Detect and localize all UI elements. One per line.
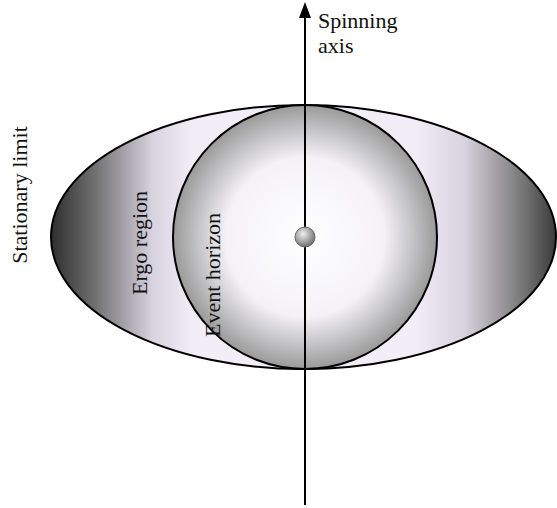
ellipse-path bbox=[51, 105, 556, 369]
singularity-ball bbox=[295, 227, 315, 247]
event-horizon-label: Event horizon bbox=[201, 213, 225, 337]
stationary-limit-label: Stationary limit bbox=[8, 126, 32, 264]
event-horizon-circle: Event horizon bbox=[172, 104, 438, 370]
spin-axis-arrowhead bbox=[299, 2, 311, 18]
circle-path bbox=[173, 105, 437, 369]
spinning-axis-label: Spinning axis bbox=[318, 8, 418, 58]
spin-axis-line bbox=[304, 14, 306, 505]
ergo-region-label: Ergo region bbox=[128, 191, 152, 295]
stationary-limit-ellipse: Stationary limitErgo regionEvent horizon bbox=[50, 104, 557, 370]
